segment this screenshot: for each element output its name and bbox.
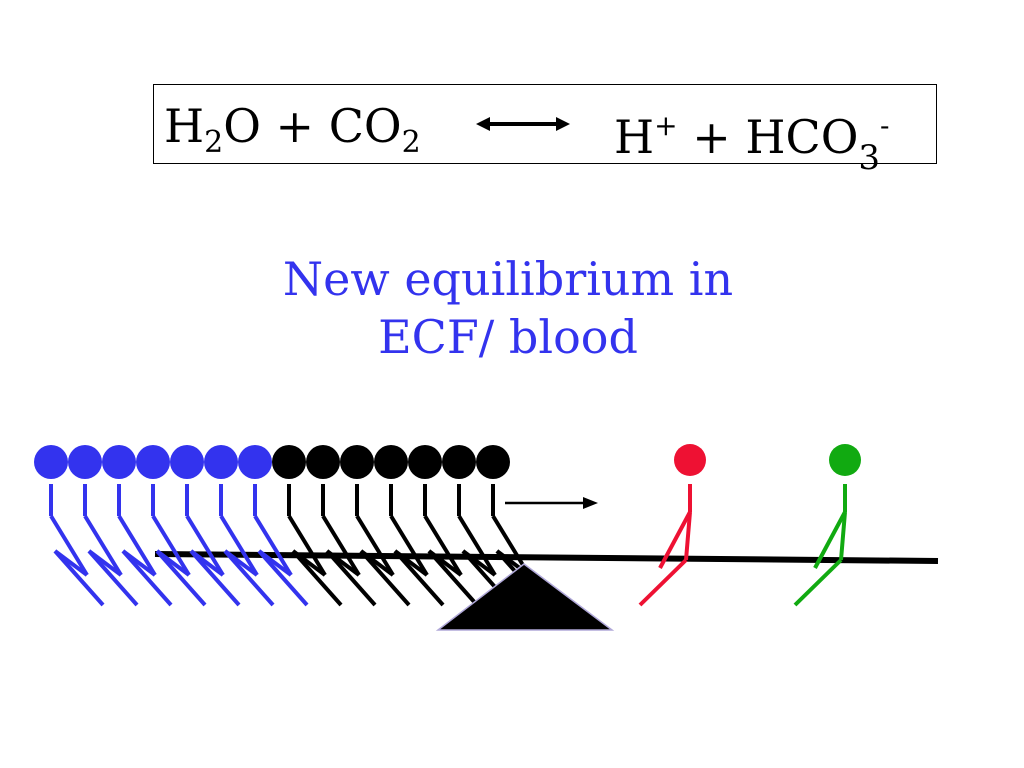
product-h: H	[614, 110, 655, 164]
caption-line-1: New equilibrium in	[282, 252, 734, 306]
figure-leg	[155, 549, 207, 607]
figure-leg	[87, 549, 139, 607]
figure-thigh	[151, 514, 191, 577]
right-arrow-icon	[583, 497, 598, 509]
figure-leg	[223, 549, 275, 607]
water-co2-molecule-figure	[102, 445, 173, 607]
figure-leg	[121, 549, 173, 607]
figure-head	[170, 445, 204, 479]
figure-thigh	[813, 511, 847, 569]
subscript-3: 3	[858, 138, 881, 178]
figure-leg	[257, 549, 309, 607]
figure-head	[204, 445, 238, 479]
hydrogen-ion-figure	[638, 444, 706, 607]
reactant-h: H	[164, 99, 205, 153]
figure-leg	[393, 549, 445, 607]
water-co2-molecule-figure	[170, 445, 241, 607]
superscript-plus: +	[654, 109, 678, 142]
figure-shin	[684, 511, 692, 561]
figure-thigh	[83, 514, 123, 577]
figure-thigh	[49, 514, 89, 577]
bicarbonate-ion-figure	[793, 444, 861, 607]
subscript-2b: 2	[401, 125, 421, 160]
figure-thigh	[185, 514, 225, 577]
equation-box: H2O + CO2 H+ + HCO3-	[153, 84, 937, 178]
figure-thigh	[457, 514, 497, 577]
figure-head	[829, 444, 861, 476]
figure-head	[408, 445, 442, 479]
figure-thigh	[658, 511, 692, 569]
caption: New equilibrium in ECF/ blood	[200, 250, 816, 366]
figure-head	[306, 445, 340, 479]
figure-head	[34, 445, 68, 479]
product-hco: + HCO	[677, 110, 859, 164]
equation-reactants: H2O + CO2	[164, 85, 421, 163]
figure-leg	[325, 549, 377, 607]
figure-leg	[793, 558, 843, 607]
figure-leg	[359, 549, 411, 607]
figure-head	[374, 445, 408, 479]
figure-thigh	[321, 514, 361, 577]
figure-thigh	[355, 514, 395, 577]
caption-line-2: ECF/ blood	[378, 310, 638, 364]
figure-thigh	[423, 514, 463, 577]
figure-leg	[53, 549, 105, 607]
equation-products: H+ + HCO3-	[614, 85, 890, 178]
figure-thigh	[389, 514, 429, 577]
carbonic-acid-molecule-figure	[340, 445, 411, 607]
figure-head	[442, 445, 476, 479]
water-co2-molecule-figure	[238, 445, 309, 607]
subscript-2: 2	[204, 125, 224, 160]
figure-leg	[189, 549, 241, 607]
double-headed-arrow-icon	[476, 117, 570, 131]
water-co2-molecule-figure	[68, 445, 139, 607]
figure-leg	[638, 558, 688, 607]
figure-head	[476, 445, 510, 479]
figure-leg	[427, 549, 479, 607]
water-co2-molecule-figure	[136, 445, 207, 607]
figure-head	[136, 445, 170, 479]
carbonic-acid-molecule-figure	[374, 445, 445, 607]
superscript-minus: -	[880, 109, 890, 142]
figure-head	[238, 445, 272, 479]
figure-head	[102, 445, 136, 479]
water-co2-molecule-figure	[204, 445, 275, 607]
figure-head	[674, 444, 706, 476]
figure-thigh	[253, 514, 293, 577]
reactant-o-plus-co: O + CO	[223, 99, 402, 153]
triangle-fulcrum-icon	[435, 563, 615, 631]
figure-head	[68, 445, 102, 479]
figure-thigh	[117, 514, 157, 577]
figure-head	[272, 445, 306, 479]
water-co2-molecule-figure	[34, 445, 105, 607]
figure-head	[340, 445, 374, 479]
carbonic-acid-molecule-figure	[272, 445, 343, 607]
figure-thigh	[219, 514, 259, 577]
figure-thigh	[287, 514, 327, 577]
carbonic-acid-molecule-figure	[306, 445, 377, 607]
carbonic-acid-molecule-figure	[408, 445, 479, 607]
figure-leg	[291, 549, 343, 607]
figure-shin	[839, 511, 847, 561]
seesaw-beam	[154, 551, 939, 564]
